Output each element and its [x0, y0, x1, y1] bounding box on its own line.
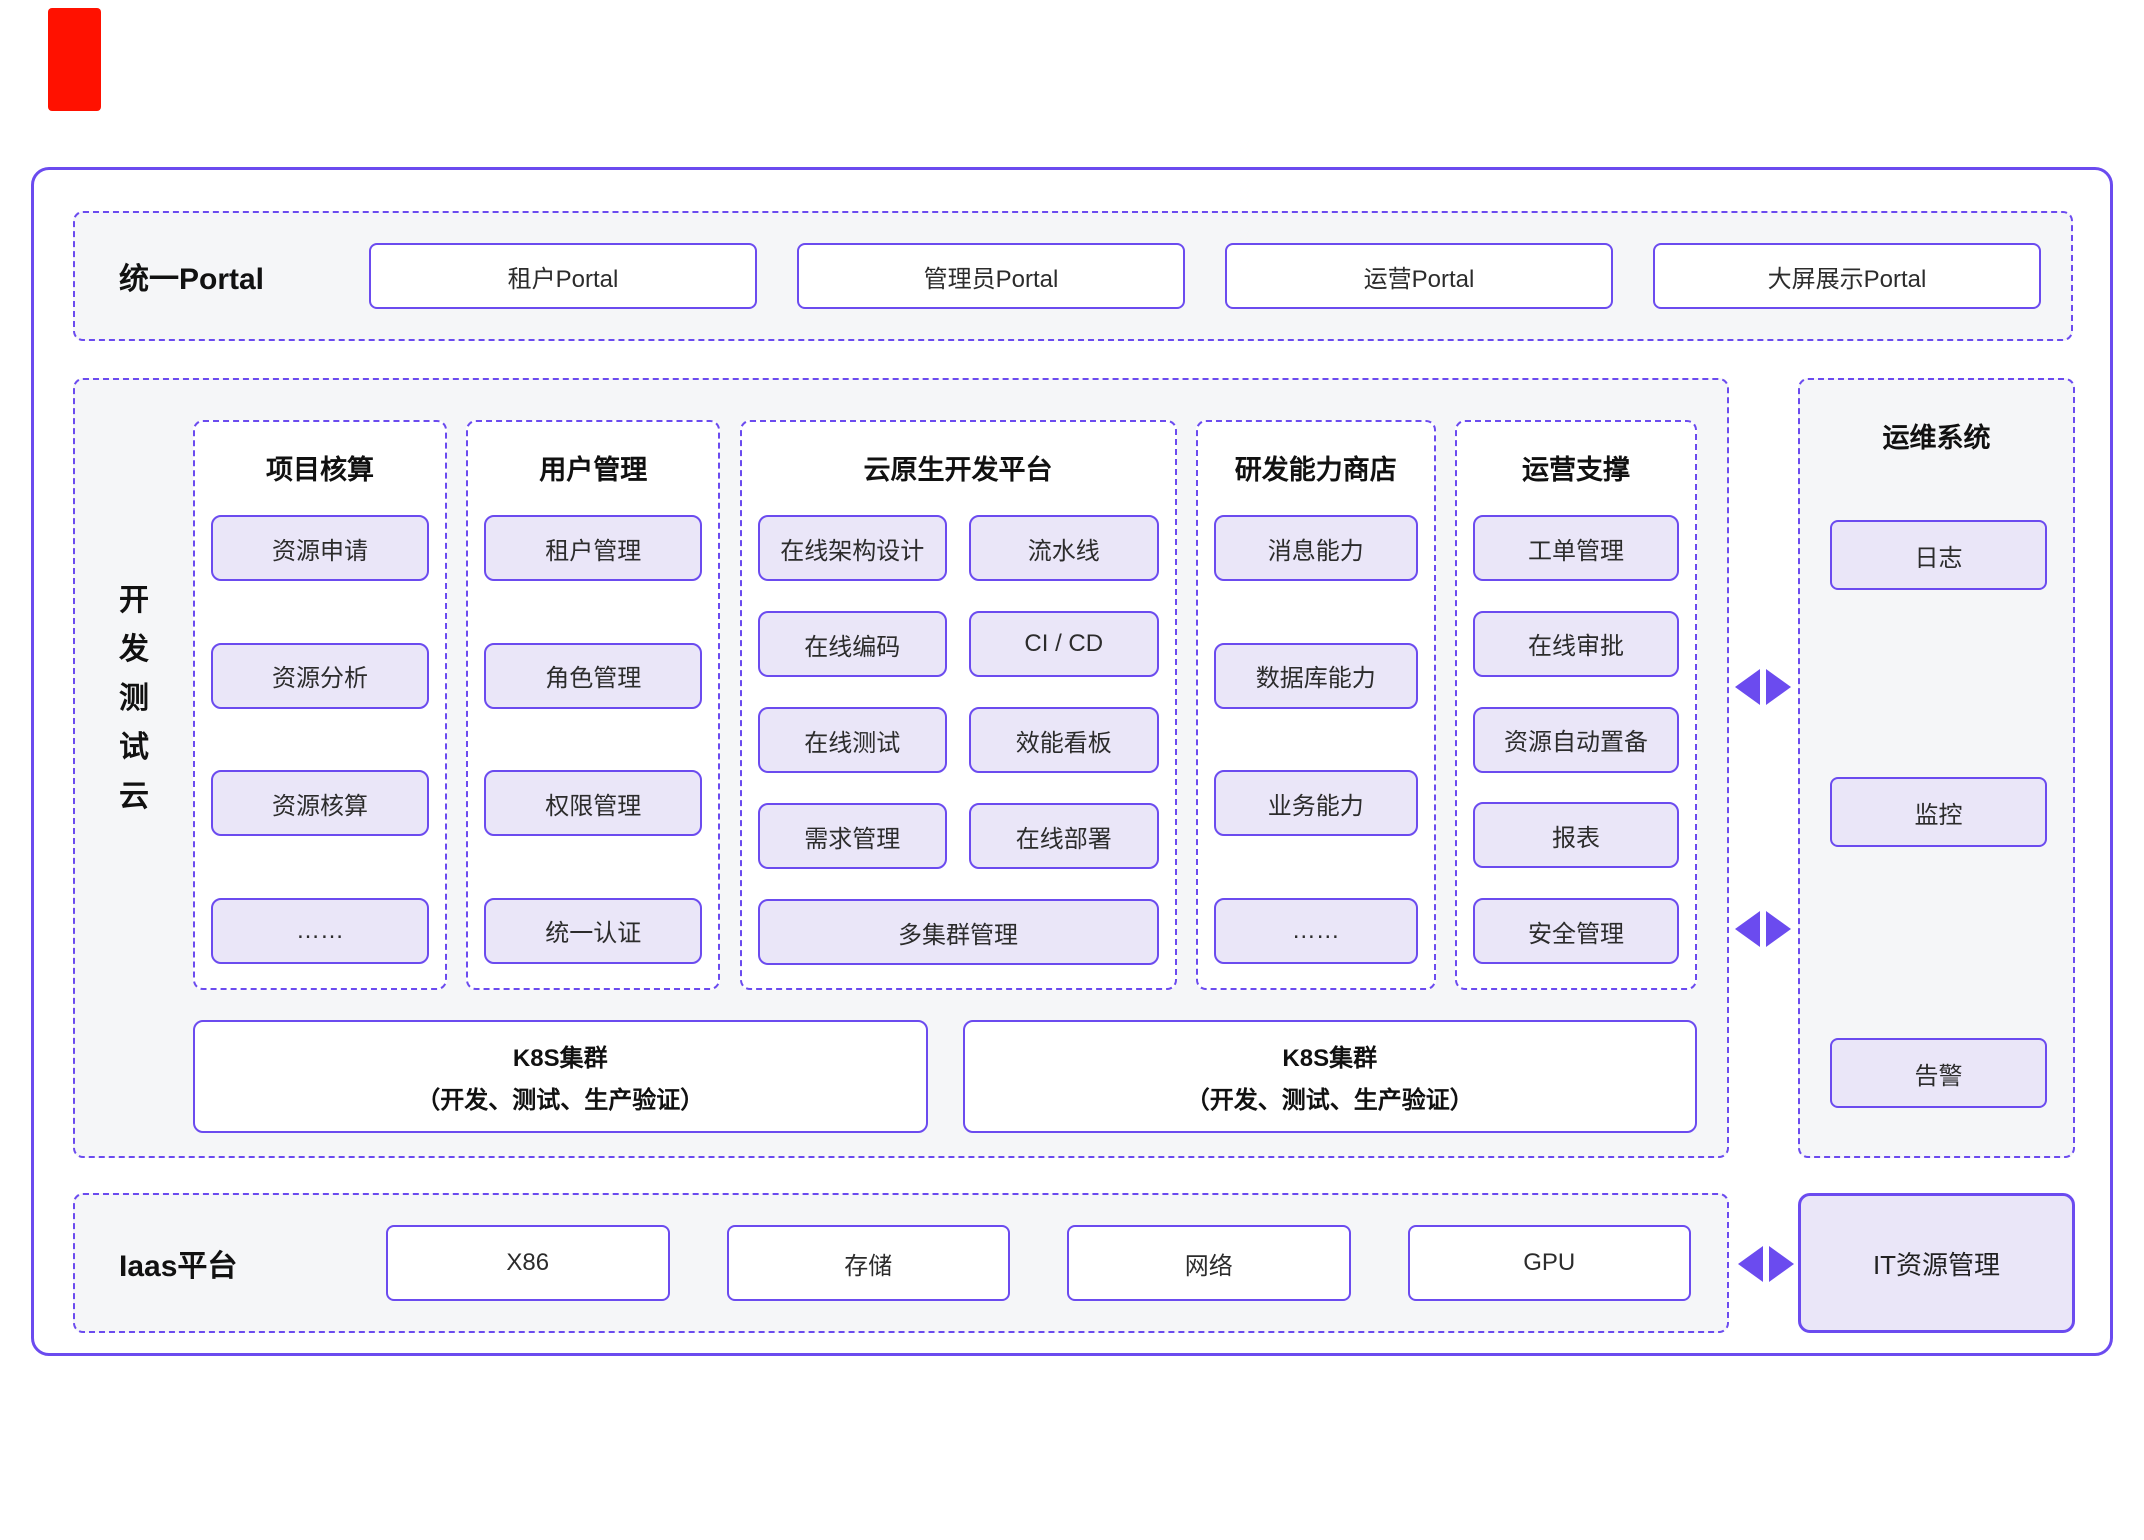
capability-chip: 报表 [1473, 802, 1679, 869]
arrow-left-icon [1738, 1246, 1763, 1282]
capability-chip: 数据库能力 [1213, 642, 1418, 709]
architecture-frame: 统一Portal 租户Portal 管理员Portal 运营Portal 大屏展… [31, 167, 2113, 1356]
portal-box-operation: 运营Portal [1225, 243, 1613, 309]
k8s-subtitle: （开发、测试、生产验证） [1185, 1087, 1474, 1114]
portal-box-bigscreen: 大屏展示Portal [1653, 243, 2041, 309]
k8s-cluster-row: K8S集群 （开发、测试、生产验证） K8S集群 （开发、测试、生产验证） [193, 1020, 1697, 1133]
arrow-left-icon [1735, 669, 1760, 705]
k8s-cluster-box: K8S集群 （开发、测试、生产验证） [962, 1020, 1697, 1133]
capability-chip: 资源申请 [211, 515, 429, 581]
capability-chip: 角色管理 [484, 642, 703, 709]
bidirectional-arrow-icon [1738, 1246, 1794, 1282]
capability-chip: 安全管理 [1473, 898, 1679, 964]
dev-test-cloud-label: 开 发 测 试 云 [75, 380, 193, 1156]
side-label-char: 测 [119, 681, 149, 715]
bidirectional-arrow-icon [1735, 669, 1791, 705]
k8s-cluster-box: K8S集群 （开发、测试、生产验证） [193, 1020, 928, 1133]
dev-test-cloud-section: 开 发 测 试 云 项目核算 资源申请 资源分析 资源核算 …… 用 [73, 378, 1729, 1158]
ops-chip-log: 日志 [1830, 520, 2047, 590]
ops-system-title: 运维系统 [1882, 423, 1991, 453]
column-operation-support: 运营支撑 工单管理 在线审批 资源自动置备 报表 安全管理 [1455, 420, 1697, 990]
capability-columns: 项目核算 资源申请 资源分析 资源核算 …… 用户管理 租户管理 角色管理 权限… [193, 420, 1697, 990]
ops-system-section: 运维系统 日志 监控 告警 [1798, 378, 2075, 1158]
capability-chip: 效能看板 [969, 707, 1159, 773]
arrow-right-icon [1769, 1246, 1794, 1282]
capability-chip: 资源自动置备 [1473, 706, 1679, 773]
column-project-accounting: 项目核算 资源申请 资源分析 资源核算 …… [193, 420, 447, 990]
portal-section-label: 统一Portal [119, 263, 265, 296]
side-label-char: 试 [119, 730, 149, 764]
capability-chip: 在线测试 [757, 707, 947, 773]
iaas-section: Iaas平台 X86 存储 网络 GPU [73, 1193, 1729, 1333]
capability-chip: 资源核算 [211, 770, 429, 837]
side-label-char: 云 [119, 779, 149, 813]
capability-chip: 租户管理 [484, 515, 703, 581]
capability-chip: 业务能力 [1213, 770, 1418, 837]
capability-chip: 统一认证 [484, 897, 703, 964]
capability-chip-multicluster: 多集群管理 [757, 899, 1159, 965]
capability-chip: 在线编码 [757, 611, 947, 677]
capability-chip: CI / CD [969, 611, 1159, 677]
arrow-right-icon [1766, 669, 1791, 705]
arrow-right-icon [1766, 911, 1791, 947]
it-resource-management-box: IT资源管理 [1798, 1193, 2075, 1333]
k8s-title: K8S集群 [512, 1045, 608, 1072]
iaas-box-x86: X86 [386, 1225, 670, 1301]
column-title: 项目核算 [266, 455, 374, 485]
iaas-box-gpu: GPU [1407, 1225, 1691, 1301]
portal-section: 统一Portal 租户Portal 管理员Portal 运营Portal 大屏展… [73, 211, 2073, 341]
capability-chip: 流水线 [969, 515, 1159, 581]
column-capability-store: 研发能力商店 消息能力 数据库能力 业务能力 …… [1195, 420, 1436, 990]
column-title: 云原生开发平台 [863, 455, 1053, 485]
column-user-management: 用户管理 租户管理 角色管理 权限管理 统一认证 [466, 420, 721, 990]
column-title: 用户管理 [539, 455, 648, 485]
capability-chip: 权限管理 [484, 770, 703, 837]
iaas-box-network: 网络 [1067, 1225, 1351, 1301]
red-marker [48, 8, 101, 111]
capability-chip: 需求管理 [757, 803, 947, 869]
capability-chip: 在线架构设计 [757, 515, 947, 581]
side-label-char: 开 [119, 583, 149, 617]
capability-chip: 在线部署 [969, 803, 1159, 869]
iaas-section-label: Iaas平台 [119, 1250, 238, 1283]
column-title: 运营支撑 [1522, 455, 1630, 485]
capability-chip: 工单管理 [1473, 515, 1679, 581]
arrow-left-icon [1735, 911, 1760, 947]
iaas-box-storage: 存储 [726, 1225, 1010, 1301]
side-label-char: 发 [119, 632, 149, 666]
k8s-title: K8S集群 [1282, 1045, 1378, 1072]
ops-chip-alert: 告警 [1830, 1038, 2047, 1108]
capability-chip: 资源分析 [211, 642, 429, 709]
capability-chip: 消息能力 [1213, 515, 1418, 581]
capability-chip: …… [211, 897, 429, 964]
portal-box-admin: 管理员Portal [797, 243, 1185, 309]
column-cloud-native-platform: 云原生开发平台 在线架构设计 流水线 在线编码 CI / CD 在线测试 效能看… [739, 420, 1177, 990]
portal-box-tenant: 租户Portal [369, 243, 757, 309]
column-title: 研发能力商店 [1234, 455, 1397, 485]
bidirectional-arrow-icon [1735, 911, 1791, 947]
capability-chip: 在线审批 [1473, 610, 1679, 677]
ops-chip-monitor: 监控 [1830, 777, 2047, 847]
k8s-subtitle: （开发、测试、生产验证） [416, 1087, 705, 1114]
capability-chip: …… [1213, 897, 1418, 964]
